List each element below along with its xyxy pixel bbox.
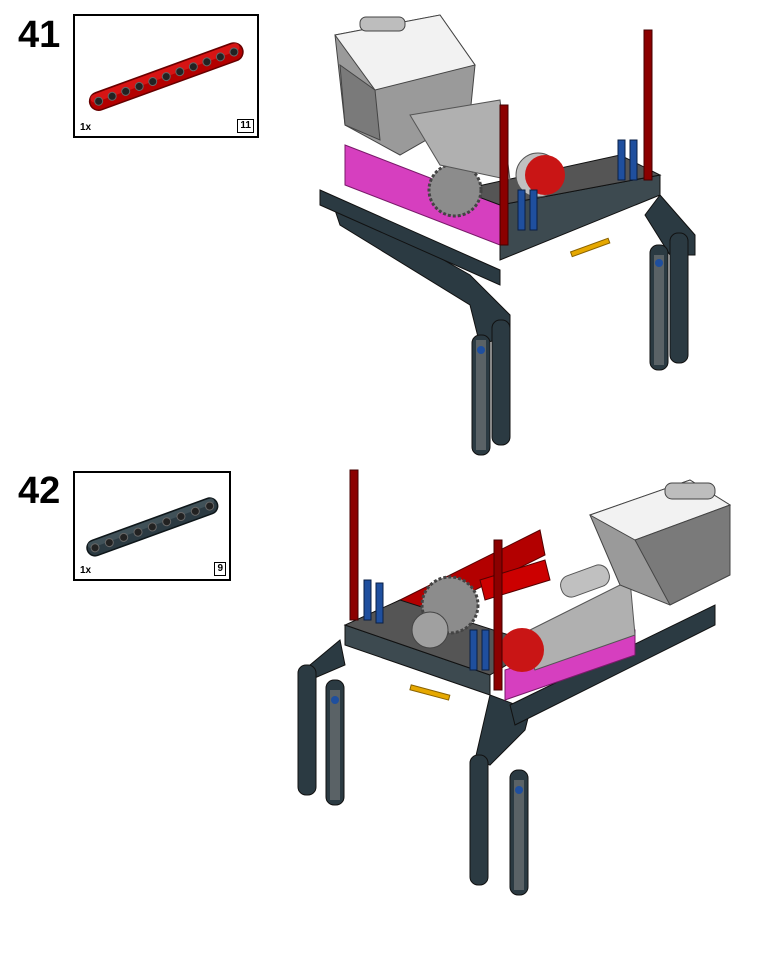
right-rear-leg — [644, 194, 696, 371]
assembly-model-step-42 — [297, 469, 732, 896]
beam-hole — [161, 72, 171, 82]
beam-hole — [90, 543, 100, 553]
step-number-42: 42 — [18, 470, 61, 512]
beam-hole — [107, 91, 117, 101]
part-length-badge: 9 — [214, 562, 226, 576]
right-front-leg — [469, 694, 531, 896]
beam-hole — [188, 62, 198, 72]
dark-beam-part-icon — [86, 497, 219, 557]
beam-hole — [229, 47, 239, 57]
beam-hole — [119, 532, 129, 542]
beam-hole — [104, 538, 114, 548]
beam-hole — [147, 522, 157, 532]
beam-hole — [176, 512, 186, 522]
part-length-badge: 11 — [237, 119, 254, 133]
beam-hole — [133, 527, 143, 537]
red-beam-part-icon — [88, 42, 244, 111]
beam-hole — [202, 57, 212, 67]
parts-callout-step-41: 1x 11 — [73, 14, 259, 138]
beam-hole — [121, 86, 131, 96]
part-quantity: 1x — [80, 565, 92, 576]
beam-hole — [175, 67, 185, 77]
step-number-41: 41 — [18, 14, 61, 56]
beam-hole — [134, 81, 144, 91]
beam-hole — [215, 52, 225, 62]
beam-hole — [190, 506, 200, 516]
beam-hole — [162, 517, 172, 527]
parts-callout-step-42: 1x 9 — [73, 471, 231, 581]
left-leg — [297, 639, 346, 806]
beam-hole — [94, 96, 104, 106]
part-quantity: 1x — [80, 122, 92, 133]
ev3-brick — [588, 479, 732, 606]
left-front-leg — [329, 193, 511, 456]
assembly-model-step-41 — [319, 14, 696, 456]
beam-hole — [148, 77, 158, 87]
beam-hole — [205, 501, 215, 511]
